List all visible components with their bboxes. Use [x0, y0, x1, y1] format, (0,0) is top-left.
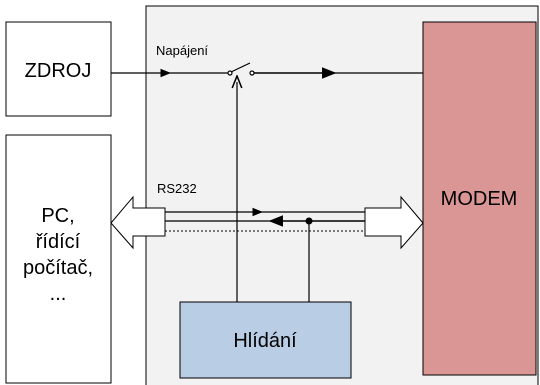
modem-block: MODEM	[422, 21, 537, 376]
power-switch	[230, 62, 251, 73]
hlidani-block: Hlídání	[179, 301, 352, 379]
modem-label: MODEM	[441, 188, 518, 210]
pc-label-line-1: PC,	[41, 205, 74, 227]
power-line	[111, 62, 423, 79]
rs232-bus	[110, 195, 424, 250]
pc-label-line-3: počítač,	[23, 257, 93, 279]
hlidani-label: Hlídání	[233, 330, 297, 352]
rs232-left-arrow	[110, 195, 166, 250]
pc-label-line-4: ...	[50, 283, 67, 305]
zdroj-label: ZDROJ	[25, 60, 92, 82]
pc-label-line-2: řídící	[36, 231, 81, 253]
rs232-label: RS232	[157, 181, 197, 196]
rs232-right-arrow	[364, 195, 424, 250]
zdroj-block: ZDROJ	[5, 21, 112, 117]
pc-block: PC, řídící počítač, ...	[5, 134, 112, 384]
napajeni-label: Napájení	[156, 43, 208, 58]
